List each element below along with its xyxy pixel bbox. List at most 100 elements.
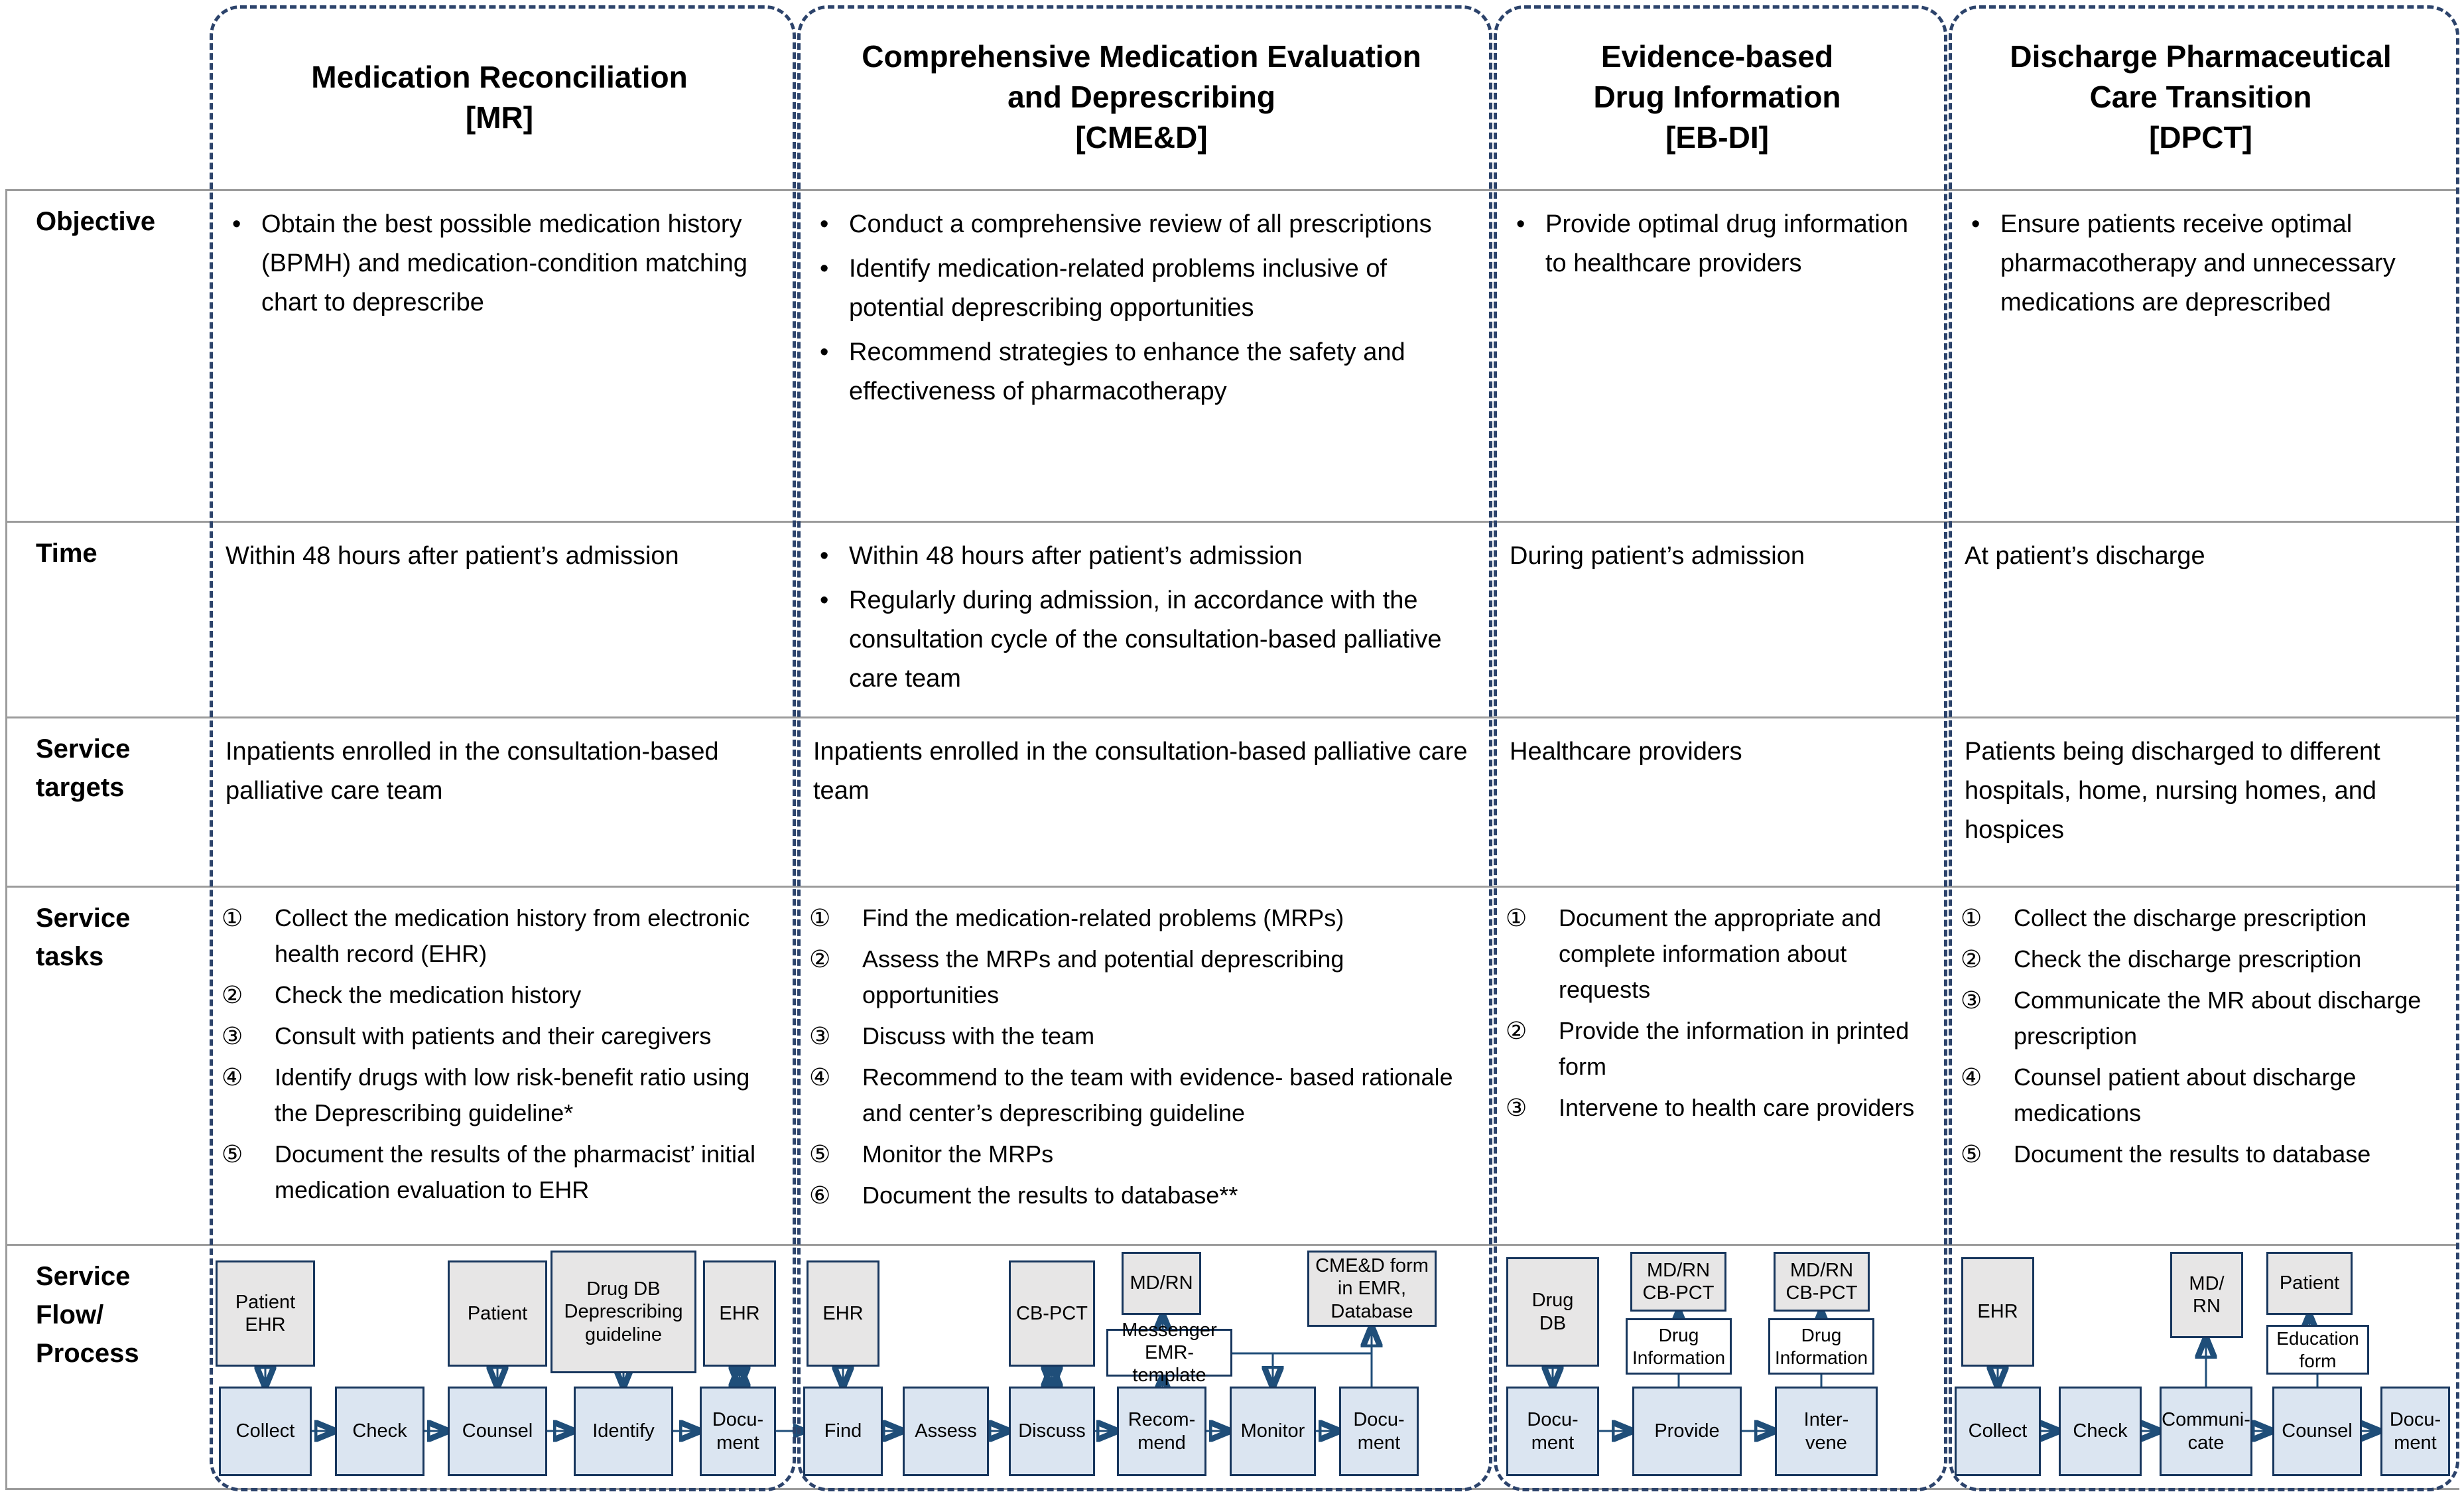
task-number: ② (222, 981, 243, 1008)
flow-step-monitor: Monitor (1230, 1387, 1316, 1476)
task-text: Assess the MRPs and potential deprescrib… (862, 945, 1344, 1008)
task-number: ③ (809, 1022, 831, 1050)
grid-line (5, 521, 2459, 523)
column-cmed: Comprehensive Medication Evaluation and … (793, 5, 1490, 1491)
task-item: ③ Discuss with the team (809, 1018, 1474, 1054)
row-label-column: Objective Time Service targets Service t… (5, 5, 206, 1491)
task-text: Discuss with the team (862, 1022, 1095, 1050)
task-text: Document the results of the pharmacist’ … (275, 1140, 755, 1203)
flow-step-check: Check (2059, 1387, 2142, 1476)
time-item: Regularly during admission, in accordanc… (813, 581, 1470, 699)
flow-arrows (1490, 1244, 1945, 1491)
objective-cell-dpct: Ensure patients receive optimal pharmaco… (1945, 189, 2457, 521)
tasks-cell-ebdi: ① Document the appropriate and complete i… (1490, 886, 1945, 1244)
task-number: ⑤ (809, 1140, 831, 1168)
flow-node-md-rn-cb-pct: MD/RN CB-PCT (1630, 1252, 1726, 1312)
flow-step-counsel: Counsel (448, 1387, 547, 1476)
flow-step-communicate: Communi- cate (2160, 1387, 2252, 1476)
task-text: Intervene to health care providers (1559, 1094, 1915, 1121)
task-text: Counsel patient about discharge medicati… (2014, 1063, 2357, 1126)
row-label-time: Time (36, 539, 97, 568)
targets-cell-cmed: Inpatients enrolled in the consultation-… (793, 716, 1490, 886)
flow-node-drug-db-guideline: Drug DB Deprescribing guideline (551, 1251, 696, 1373)
column-title-cmed: Comprehensive Medication Evaluation and … (862, 39, 1421, 155)
flow-arrows (1945, 1244, 2457, 1491)
flow-node-md-rn: MD/ RN (2170, 1252, 2243, 1338)
task-text: Collect the medication history from elec… (275, 904, 750, 967)
objective-item: Ensure patients receive optimal pharmaco… (1965, 205, 2437, 322)
objective-item: Recommend strategies to enhance the safe… (813, 333, 1470, 411)
targets-cell-ebdi: Healthcare providers (1490, 716, 1945, 886)
flow-cell-mr: Patient EHR Patient Drug DB Deprescribin… (206, 1244, 793, 1491)
task-text: Communicate the MR about discharge presc… (2014, 986, 2422, 1050)
task-number: ② (1506, 1017, 1527, 1044)
flow-node-education-form: Education form (2266, 1325, 2369, 1375)
grid-line (5, 1244, 2459, 1246)
flow-node-ehr: EHR (807, 1260, 879, 1367)
flow-node-ehr: EHR (703, 1260, 776, 1367)
task-text: Recommend to the team with evidence- bas… (862, 1063, 1453, 1126)
time-item: Within 48 hours after patient’s admissio… (226, 542, 679, 570)
flow-node-drug-information: Drug Information (1768, 1318, 1874, 1375)
objective-cell-cmed: Conduct a comprehensive review of all pr… (793, 189, 1490, 521)
targets-text: Inpatients enrolled in the consultation-… (813, 738, 1468, 805)
time-item: Within 48 hours after patient’s admissio… (813, 537, 1470, 576)
flow-step-find: Find (803, 1387, 883, 1476)
flow-node-md-rn: MD/RN (1122, 1252, 1201, 1315)
task-item: ④ Counsel patient about discharge medicat… (1961, 1059, 2441, 1131)
column-mr: Medication Reconciliation [MR] Obtain th… (206, 5, 793, 1491)
flow-cell-cmed: EHR CB-PCT MD/RN CME&D form in EMR, Data… (793, 1244, 1490, 1491)
flow-step-check: Check (335, 1387, 424, 1476)
flow-step-collect: Collect (219, 1387, 312, 1476)
task-number: ⑤ (1961, 1140, 1982, 1168)
flow-node-cmed-form: CME&D form in EMR, Database (1307, 1251, 1437, 1327)
targets-text: Patients being discharged to different h… (1965, 738, 2380, 844)
task-text: Document the appropriate and complete in… (1559, 904, 1882, 1003)
task-text: Check the discharge prescription (2014, 945, 2362, 973)
objective-item: Provide optimal drug information to heal… (1510, 205, 1925, 283)
task-text: Find the medication-related problems (MR… (862, 904, 1344, 931)
flow-step-document: Docu- ment (2380, 1387, 2450, 1476)
grid-line (5, 189, 7, 1490)
column-dpct: Discharge Pharmaceutical Care Transition… (1945, 5, 2457, 1491)
task-number: ④ (222, 1063, 243, 1091)
flow-step-document: Docu- ment (1506, 1387, 1599, 1476)
task-number: ④ (1961, 1063, 1982, 1091)
targets-text: Inpatients enrolled in the consultation-… (226, 738, 719, 805)
task-item: ⑤ Document the results to database (1961, 1136, 2441, 1172)
flow-node-messenger-emr-template: Messenger EMR-template (1106, 1320, 1232, 1386)
task-text: Document the results to database (2014, 1140, 2371, 1168)
grid-line (5, 189, 2459, 191)
flow-step-recommend: Recom- mend (1117, 1387, 1206, 1476)
column-title-dpct: Discharge Pharmaceutical Care Transition… (2010, 39, 2392, 155)
task-number: ① (1506, 904, 1527, 931)
objective-item: Conduct a comprehensive review of all pr… (813, 205, 1470, 244)
grid-line (5, 886, 2459, 888)
task-number: ③ (1506, 1094, 1527, 1121)
flow-arrows (206, 1244, 793, 1491)
flow-node-cb-pct: CB-PCT (1009, 1260, 1095, 1367)
flow-cell-dpct: EHR MD/ RN Patient Education form Collec… (1945, 1244, 2457, 1491)
flow-node-drug-db: Drug DB (1506, 1257, 1599, 1367)
flow-step-document: Docu- ment (700, 1387, 776, 1476)
time-cell-ebdi: During patient’s admission (1490, 521, 1945, 716)
flow-step-intervene: Inter- vene (1775, 1387, 1878, 1476)
flow-cell-ebdi: Drug DB MD/RN CB-PCT MD/RN CB-PCT Drug I… (1490, 1244, 1945, 1491)
targets-cell-dpct: Patients being discharged to different h… (1945, 716, 2457, 886)
task-number: ③ (222, 1022, 243, 1050)
flow-step-discuss: Discuss (1009, 1387, 1095, 1476)
column-title-mr: Medication Reconciliation [MR] (311, 59, 688, 135)
row-label-service-tasks: Service tasks (36, 904, 131, 971)
task-number: ⑥ (809, 1182, 831, 1209)
